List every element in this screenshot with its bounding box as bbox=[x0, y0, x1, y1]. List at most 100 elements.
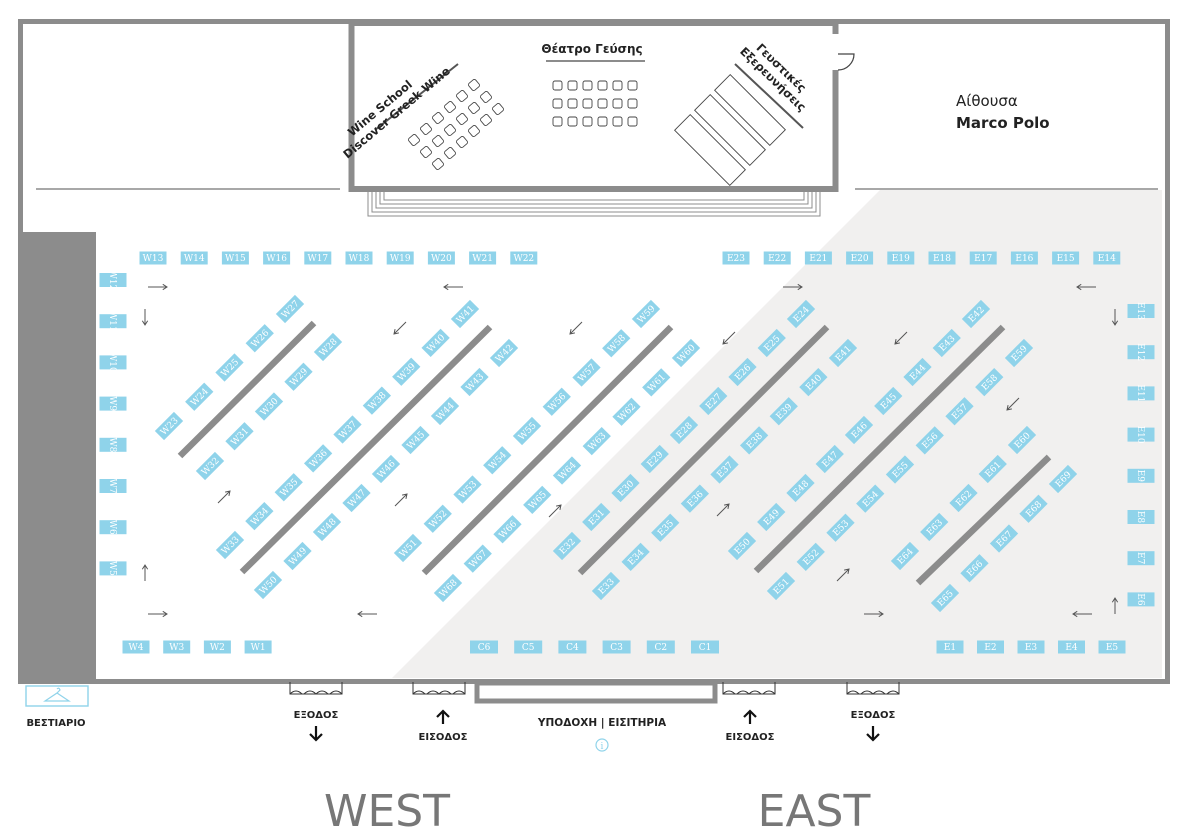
booth-w27[interactable]: W27 bbox=[275, 294, 305, 324]
booth-w63[interactable]: W63 bbox=[582, 426, 611, 456]
booth-w45[interactable]: W45 bbox=[401, 425, 430, 455]
booth-w59[interactable]: W59 bbox=[631, 299, 661, 329]
booth-w11[interactable]: W11 bbox=[99, 311, 127, 332]
booth-w38[interactable]: W38 bbox=[362, 386, 392, 415]
booth-w50[interactable]: W50 bbox=[253, 570, 283, 600]
booth-w12[interactable]: W12 bbox=[99, 270, 127, 291]
booth-w5[interactable]: W5 bbox=[99, 561, 127, 576]
booth-w15[interactable]: W15 bbox=[221, 251, 249, 265]
booth-w40[interactable]: W40 bbox=[421, 328, 450, 358]
booth-w37[interactable]: W37 bbox=[333, 415, 362, 444]
booth-w42[interactable]: W42 bbox=[489, 338, 519, 368]
booth-w56[interactable]: W56 bbox=[542, 387, 571, 416]
booth-e1[interactable]: E1 bbox=[936, 640, 964, 654]
booth-w67[interactable]: W67 bbox=[463, 544, 492, 573]
booth-w1[interactable]: W1 bbox=[244, 640, 272, 654]
booth-w54[interactable]: W54 bbox=[483, 446, 512, 475]
booth-w17[interactable]: W17 bbox=[304, 251, 332, 265]
booth-w2[interactable]: W2 bbox=[203, 640, 231, 654]
booth-w21[interactable]: W21 bbox=[469, 251, 497, 265]
booth-w68[interactable]: W68 bbox=[433, 573, 463, 603]
booth-w32[interactable]: W32 bbox=[195, 451, 225, 481]
booth-w60[interactable]: W60 bbox=[671, 338, 701, 368]
booth-e8[interactable]: E8 bbox=[1127, 510, 1155, 524]
booth-w51[interactable]: W51 bbox=[393, 533, 423, 563]
booth-e21[interactable]: E21 bbox=[804, 251, 832, 265]
booth-w57[interactable]: W57 bbox=[572, 358, 601, 387]
booth-e5[interactable]: E5 bbox=[1098, 640, 1126, 654]
booth-w16[interactable]: W16 bbox=[263, 251, 291, 265]
booth-w6[interactable]: W6 bbox=[99, 520, 127, 535]
booth-w48[interactable]: W48 bbox=[312, 512, 342, 542]
info-icon[interactable] bbox=[595, 738, 609, 752]
booth-e19[interactable]: E19 bbox=[887, 251, 915, 265]
booth-w49[interactable]: W49 bbox=[283, 541, 312, 571]
booth-w25[interactable]: W25 bbox=[215, 353, 244, 382]
booth-w33[interactable]: W33 bbox=[215, 530, 245, 560]
booth-e9[interactable]: E9 bbox=[1127, 468, 1155, 483]
booth-w64[interactable]: W64 bbox=[552, 456, 582, 485]
booth-e20[interactable]: E20 bbox=[846, 251, 874, 265]
booth-e23[interactable]: E23 bbox=[722, 251, 750, 265]
booth-w35[interactable]: W35 bbox=[274, 473, 303, 502]
booth-w20[interactable]: W20 bbox=[427, 251, 455, 265]
booth-w28[interactable]: W28 bbox=[313, 332, 343, 362]
booth-e14[interactable]: E14 bbox=[1093, 251, 1121, 265]
booth-w14[interactable]: W14 bbox=[180, 251, 208, 265]
booth-w34[interactable]: W34 bbox=[245, 501, 274, 531]
booth-e7[interactable]: E7 bbox=[1127, 551, 1155, 566]
booth-w30[interactable]: W30 bbox=[254, 392, 284, 421]
booth-e17[interactable]: E17 bbox=[969, 251, 997, 265]
booth-w58[interactable]: W58 bbox=[602, 329, 631, 358]
booth-w44[interactable]: W44 bbox=[430, 396, 460, 426]
booth-w9[interactable]: W9 bbox=[99, 396, 127, 411]
booth-c4[interactable]: C4 bbox=[558, 640, 587, 654]
booth-w13[interactable]: W13 bbox=[139, 251, 167, 265]
booth-w61[interactable]: W61 bbox=[642, 368, 671, 397]
booth-w4[interactable]: W4 bbox=[122, 640, 150, 654]
booth-w52[interactable]: W52 bbox=[423, 504, 452, 533]
booth-e11[interactable]: E11 bbox=[1127, 384, 1155, 402]
booth-w36[interactable]: W36 bbox=[303, 444, 333, 473]
booth-e2[interactable]: E2 bbox=[977, 640, 1004, 654]
booth-e16[interactable]: E16 bbox=[1010, 251, 1038, 265]
booth-c6[interactable]: C6 bbox=[470, 640, 498, 654]
booth-w46[interactable]: W46 bbox=[371, 454, 401, 484]
booth-c2[interactable]: C2 bbox=[646, 640, 675, 654]
booth-e10[interactable]: E10 bbox=[1127, 426, 1155, 444]
booth-e12[interactable]: E12 bbox=[1127, 343, 1155, 361]
booth-e18[interactable]: E18 bbox=[928, 251, 956, 265]
booth-e13[interactable]: E13 bbox=[1127, 302, 1155, 320]
booth-e6[interactable]: E6 bbox=[1127, 592, 1155, 607]
booth-w53[interactable]: W53 bbox=[453, 475, 482, 504]
booth-w39[interactable]: W39 bbox=[392, 357, 421, 386]
booth-w3[interactable]: W3 bbox=[163, 640, 191, 654]
booth-w18[interactable]: W18 bbox=[345, 251, 373, 265]
booth-w47[interactable]: W47 bbox=[342, 483, 371, 513]
booth-w26[interactable]: W26 bbox=[245, 324, 274, 353]
booth-w55[interactable]: W55 bbox=[512, 416, 542, 446]
booth-w8[interactable]: W8 bbox=[99, 437, 127, 453]
booth-w41[interactable]: W41 bbox=[450, 299, 480, 329]
booth-c5[interactable]: C5 bbox=[514, 640, 543, 654]
booth-c3[interactable]: C3 bbox=[602, 640, 631, 654]
booth-w65[interactable]: W65 bbox=[523, 485, 552, 515]
booth-w10[interactable]: W10 bbox=[99, 352, 127, 373]
booth-w23[interactable]: W23 bbox=[154, 411, 184, 441]
booth-w24[interactable]: W24 bbox=[185, 382, 214, 411]
booth-e4[interactable]: E4 bbox=[1058, 640, 1085, 654]
booth-e3[interactable]: E3 bbox=[1017, 640, 1045, 654]
booth-w7[interactable]: W7 bbox=[99, 479, 127, 494]
booth-w62[interactable]: W62 bbox=[612, 397, 641, 426]
booth-w19[interactable]: W19 bbox=[386, 251, 414, 265]
booth-w22[interactable]: W22 bbox=[510, 251, 538, 265]
booth-w66[interactable]: W66 bbox=[493, 515, 522, 544]
booth-w29[interactable]: W29 bbox=[284, 362, 313, 391]
booth-e15[interactable]: E15 bbox=[1052, 251, 1080, 265]
booth-c1[interactable]: C1 bbox=[691, 640, 719, 654]
booth-w31[interactable]: W31 bbox=[225, 422, 254, 451]
theatre-seat bbox=[552, 98, 563, 109]
booth-w43[interactable]: W43 bbox=[460, 367, 489, 397]
booth-e22[interactable]: E22 bbox=[763, 251, 791, 265]
booth-label: E9 bbox=[1135, 470, 1145, 483]
